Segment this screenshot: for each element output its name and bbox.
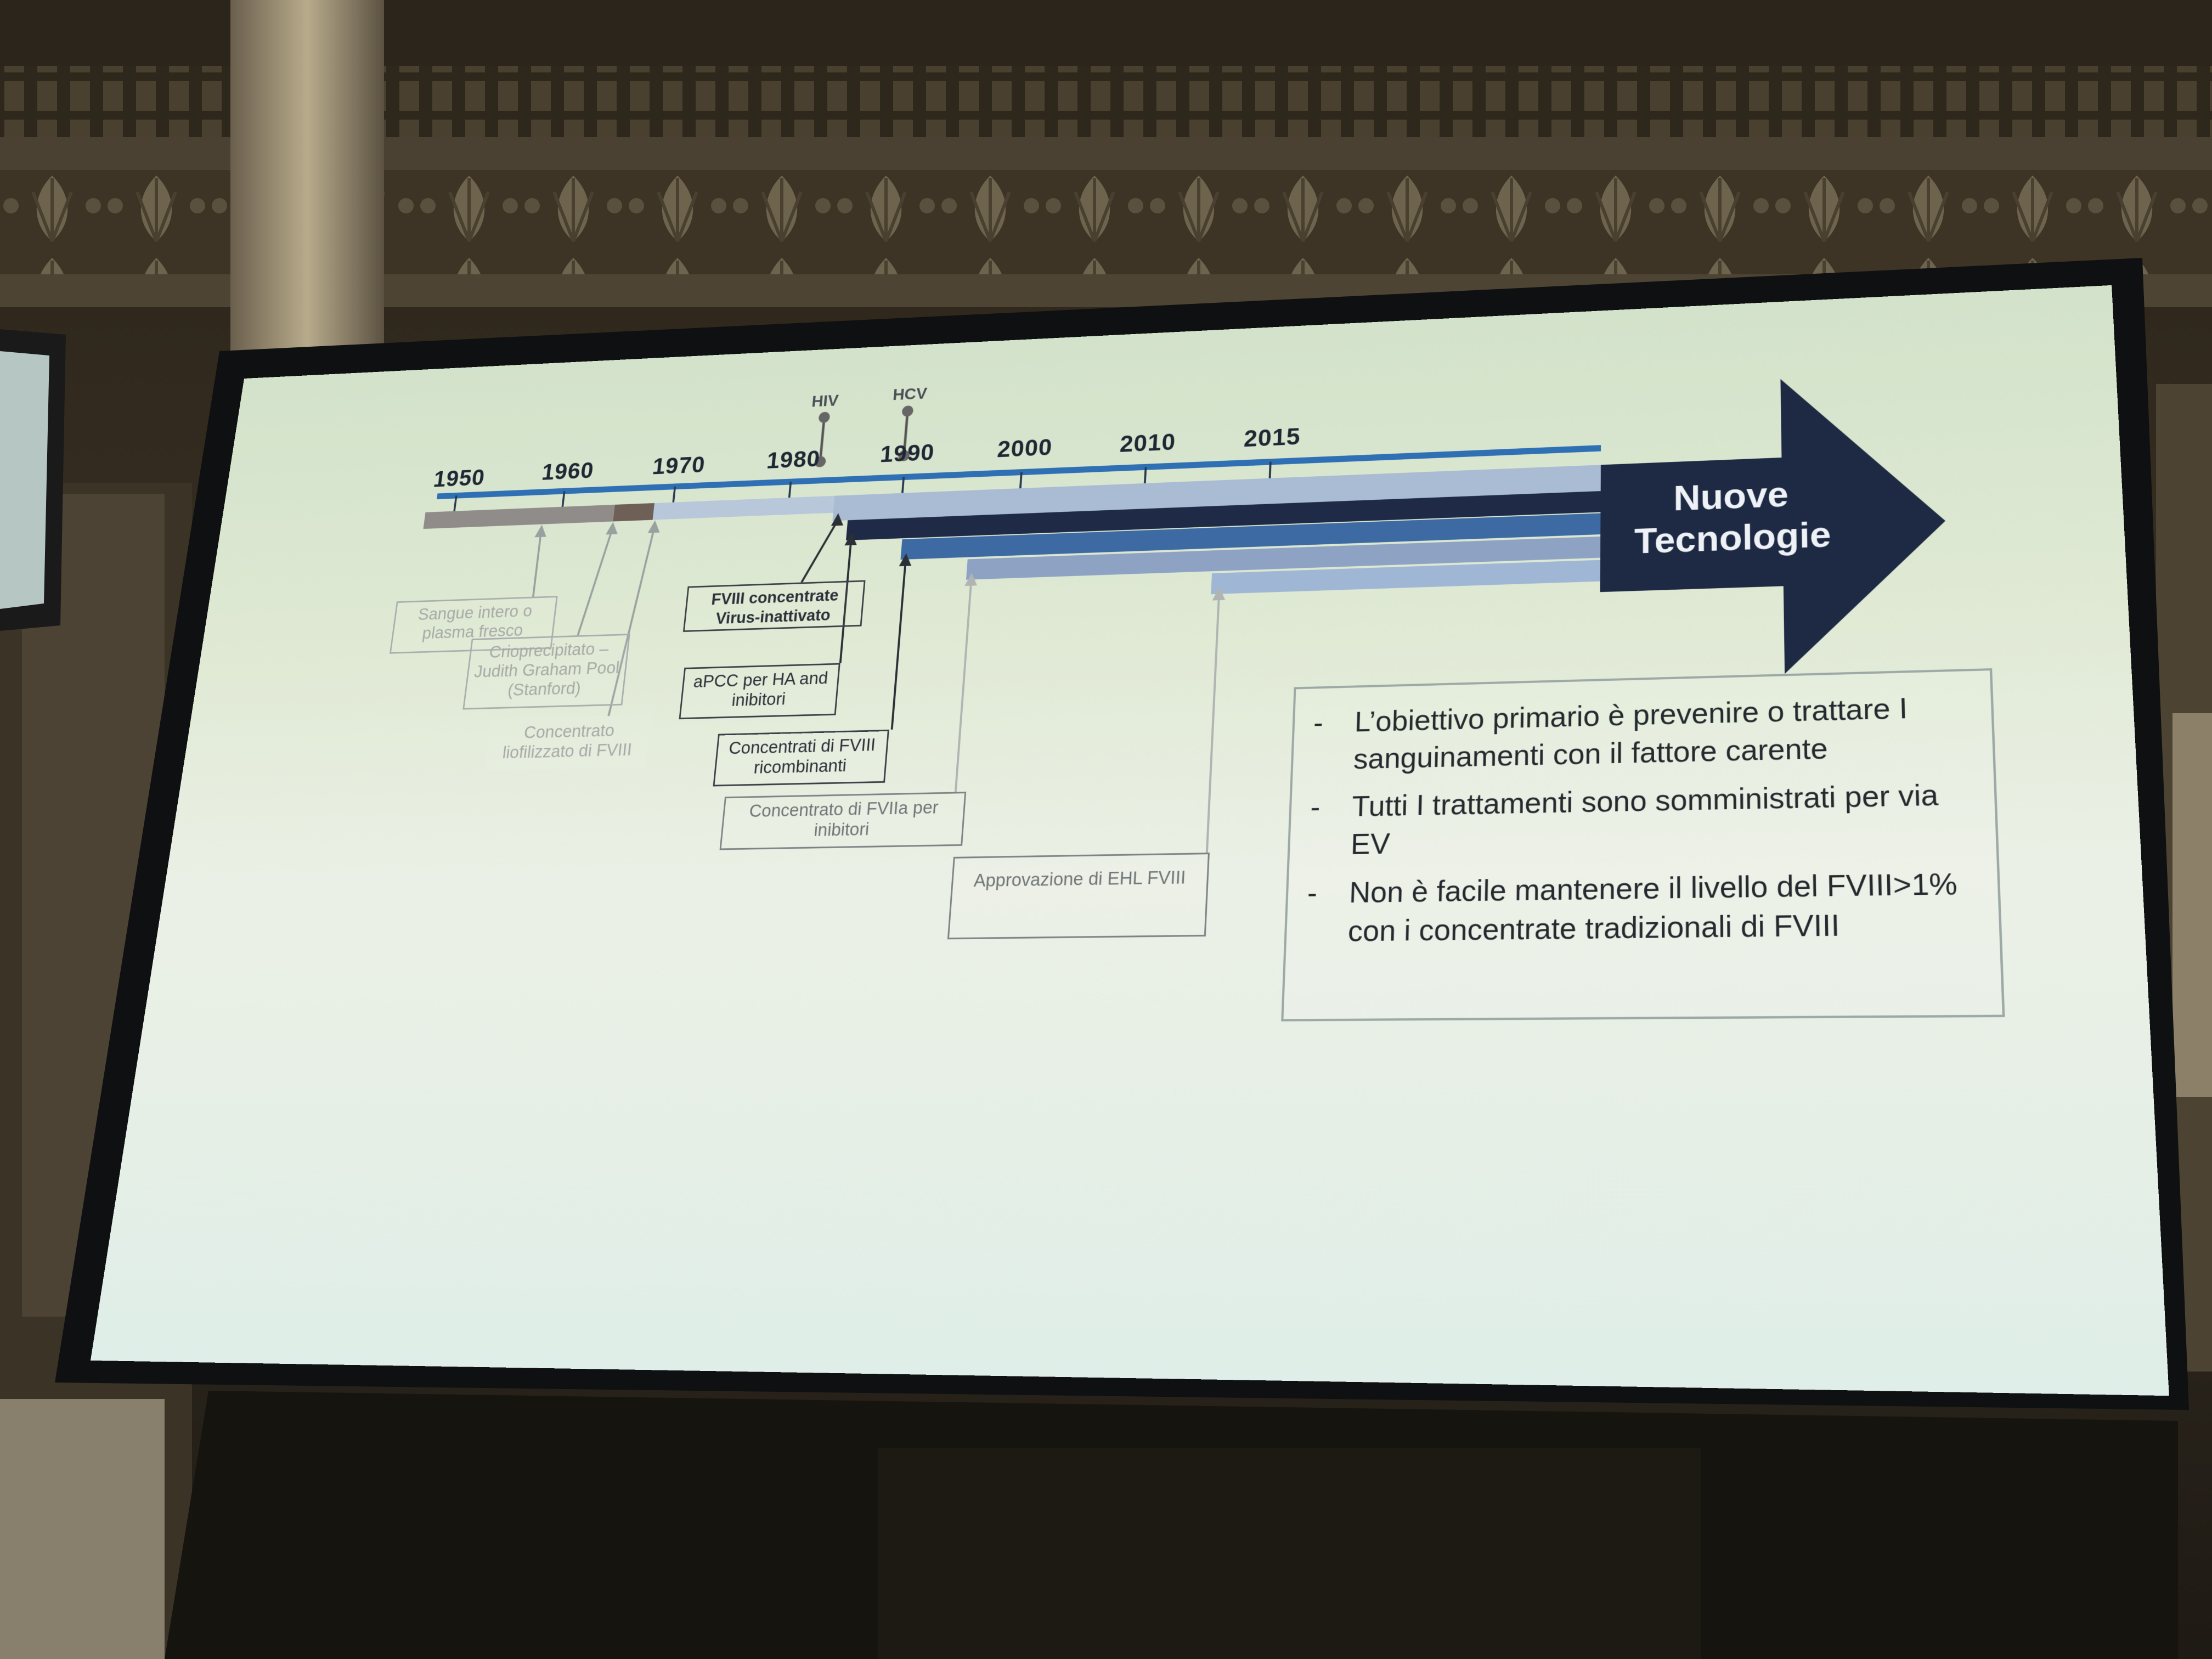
bullet-item: - Tutti I trattamenti sono somministrati… [1305, 775, 1979, 865]
bullet-dash: - [1310, 791, 1321, 824]
connector-ehl [1207, 594, 1219, 853]
arrow-label-line2: Tecnologie [1634, 514, 1832, 561]
year-label-2000: 2000 [996, 433, 1053, 462]
bullet-item: - Non è facile mantenere il livello del … [1302, 864, 1982, 951]
year-label-2015: 2015 [1243, 422, 1301, 452]
arrow-label-line1: Nuove [1673, 474, 1789, 518]
milestone-lyophilized: Concentrato liofilizzato di FVIII [484, 715, 652, 771]
connector-fviia [956, 579, 972, 792]
bar-cryo [613, 503, 654, 522]
milestone-apcc: aPCC per HA and inibitori [679, 663, 840, 720]
hiv-label: HIV [811, 391, 839, 410]
presentation-slide: 1950 1960 1970 1980 1990 2000 2010 2015 … [90, 285, 2169, 1396]
bullet-dash: - [1307, 877, 1318, 910]
connector-whole-blood [533, 532, 541, 597]
bullet-dash: - [1313, 707, 1324, 740]
connector-cryo [578, 529, 612, 635]
milestone-fviia: Concentrato di FVIIa per inibitori [719, 792, 967, 850]
connector-virus-inactivated [802, 521, 838, 583]
year-label-1990: 1990 [879, 439, 936, 467]
timeline-graphic [423, 371, 1950, 1396]
nuove-tecnologie-label: Nuove Tecnologie [1634, 472, 1832, 562]
year-label-1970: 1970 [651, 451, 707, 479]
milestone-virus-inactivated: FVIII concentrate Virus-inattivato [682, 580, 866, 632]
bullet-item: - L’obiettivo primario è prevenire o tra… [1308, 688, 1977, 779]
milestone-recombinant: Concentrati di FVIII ricombinanti [713, 729, 889, 787]
bullet-box: - L’obiettivo primario è prevenire o tra… [1281, 668, 2005, 1022]
bullet-text: Non è facile mantenere il livello del FV… [1347, 867, 1958, 948]
hcv-label: HCV [892, 384, 928, 404]
year-label-1960: 1960 [540, 457, 596, 485]
year-label-2010: 2010 [1119, 428, 1177, 458]
year-label-1950: 1950 [432, 464, 487, 492]
milestone-cryo: Crioprecipitato – Judith Graham Pool (St… [462, 634, 630, 710]
bullet-text: Tutti I trattamenti sono somministrati p… [1350, 778, 1939, 861]
bullet-text: L’obiettivo primario è prevenire o tratt… [1353, 692, 1908, 776]
milestone-ehl: Approvazione di EHL FVIII [947, 853, 1210, 940]
connector-recombinant [892, 560, 906, 730]
bar-whole-blood [423, 504, 616, 529]
year-label-1980: 1980 [765, 445, 822, 473]
